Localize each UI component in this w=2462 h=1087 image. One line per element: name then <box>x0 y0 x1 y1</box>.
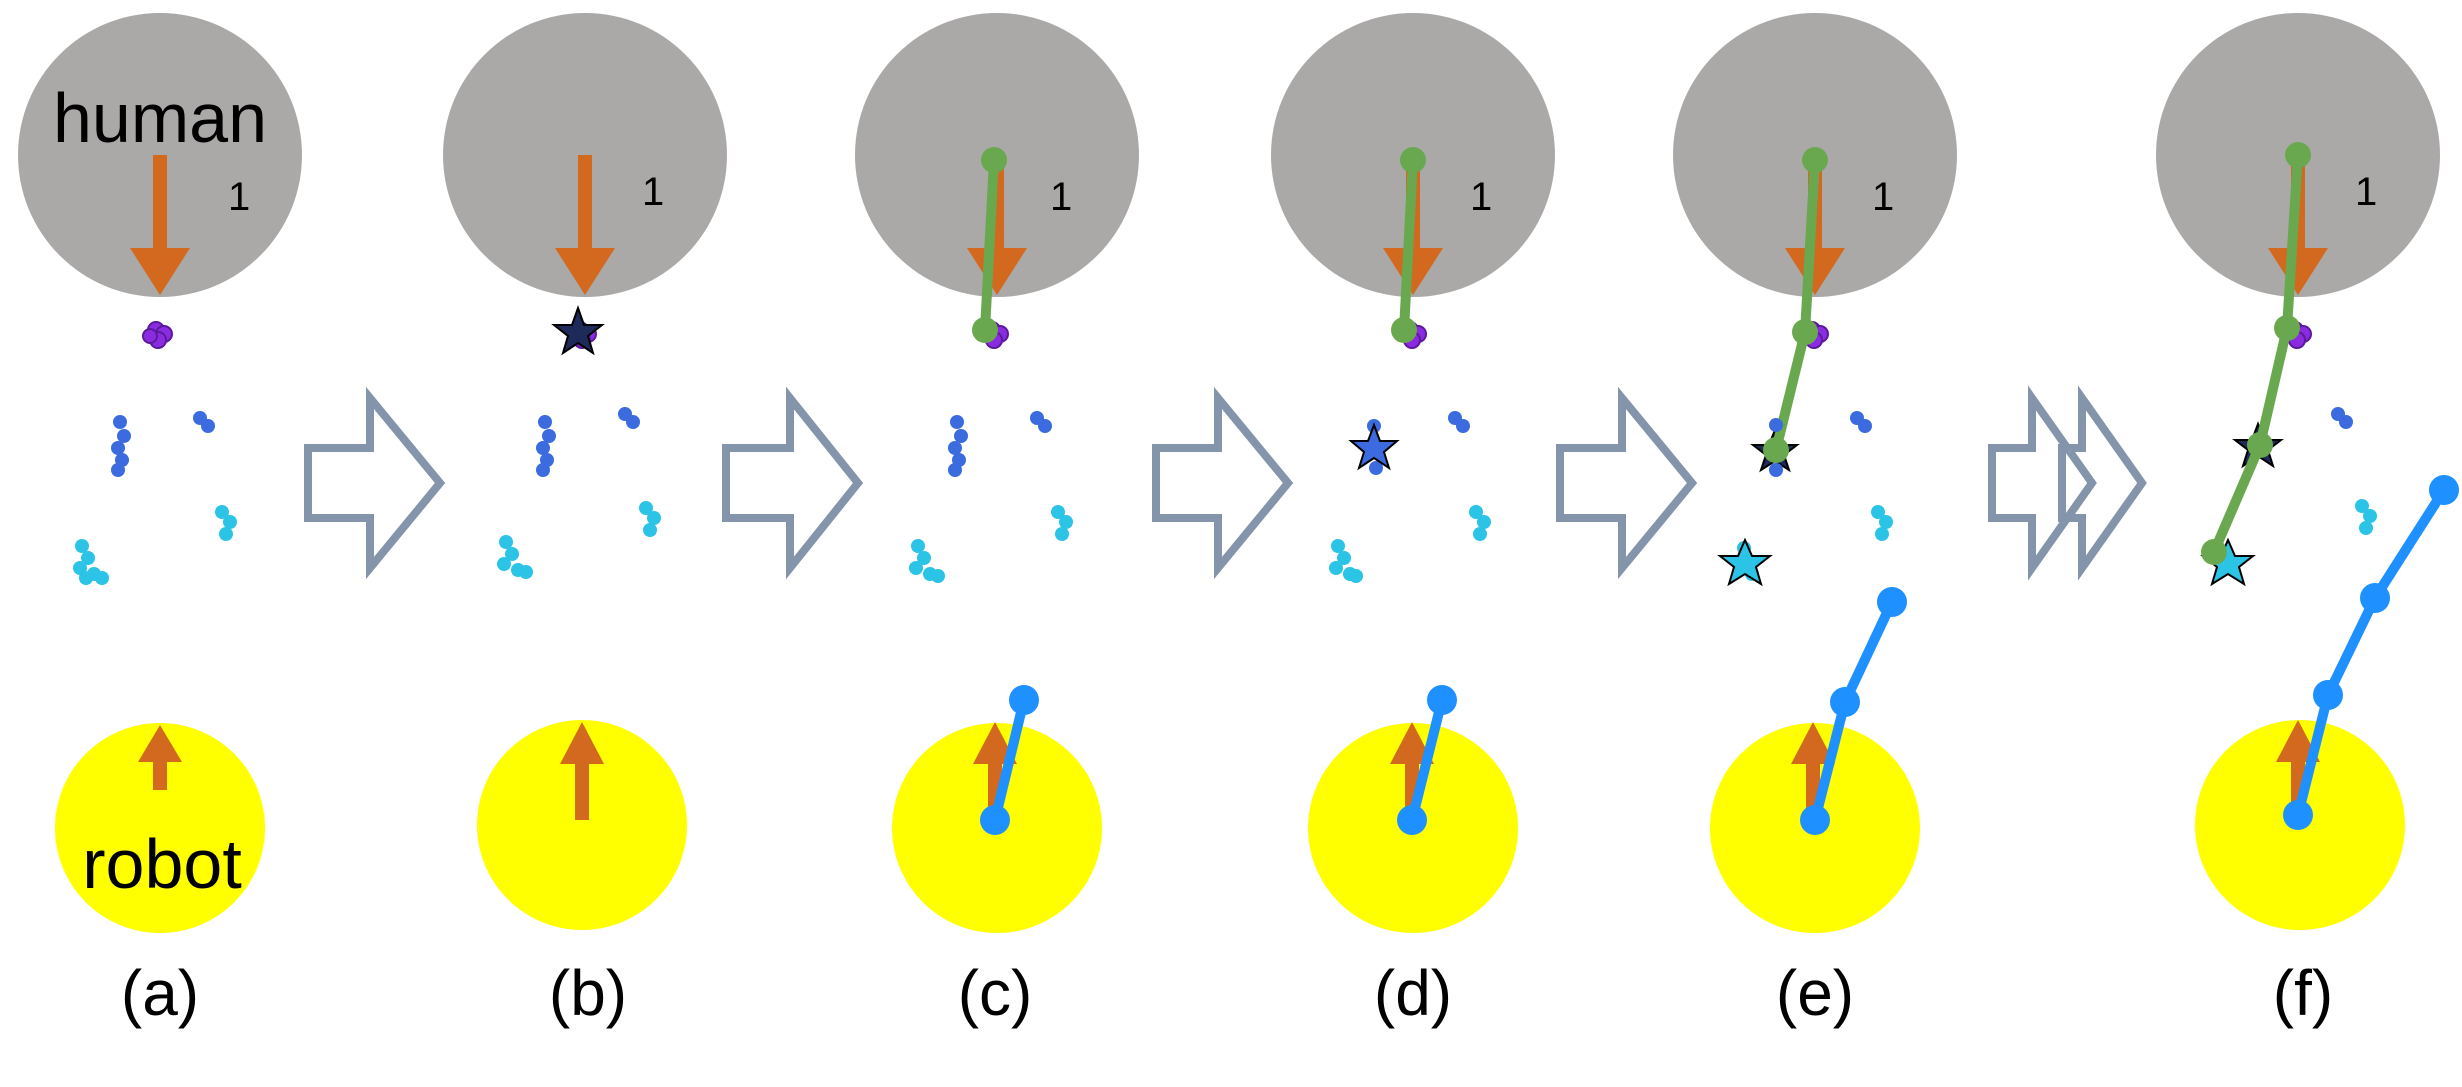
side-cluster-left <box>73 539 109 585</box>
robot-planned-path <box>1800 587 1907 835</box>
robot-planned-path <box>2283 475 2459 830</box>
panel-c: 1 (c) <box>855 13 1139 1029</box>
panel-a: human 1 robot (a) <box>18 13 302 1029</box>
mid-cluster <box>948 415 968 477</box>
mid-cluster-right <box>1448 411 1470 433</box>
flow-arrow-icon <box>1152 386 1294 580</box>
panel-caption: (c) <box>958 957 1033 1029</box>
side-cluster-left <box>1329 539 1363 583</box>
flow-arrow-icon <box>304 386 446 580</box>
mid-cluster <box>111 415 131 477</box>
star-icon <box>551 304 605 356</box>
robot-label: robot <box>82 825 242 903</box>
double-flow-arrow-icon <box>1988 385 2147 581</box>
robot-planned-path <box>980 685 1039 835</box>
human-predicted-path <box>972 147 1007 343</box>
side-cluster-left <box>497 535 533 579</box>
human-predicted-path <box>1763 147 1828 463</box>
mid-cluster-right <box>618 407 640 429</box>
panel-f: 1 <box>2156 13 2459 1029</box>
side-cluster-left <box>909 539 945 583</box>
panel-caption: (e) <box>1776 957 1854 1029</box>
flow-arrow-icon <box>722 386 864 580</box>
human-id-label: 1 <box>1470 175 1492 219</box>
panel-d: 1 (d) <box>1271 13 1555 1029</box>
human-predicted-path <box>2201 142 2311 565</box>
goal-cluster <box>142 321 173 349</box>
heading-arrow-icon <box>560 722 604 820</box>
side-cluster-right <box>1051 505 1073 541</box>
heading-arrow-icon <box>555 155 615 295</box>
human-id-label: 1 <box>1872 175 1894 219</box>
panel-caption: (d) <box>1374 957 1452 1029</box>
mid-cluster-right <box>193 411 215 433</box>
side-cluster-right <box>1871 505 1893 541</box>
human-label: human <box>53 79 267 157</box>
star-icon <box>1717 537 1773 587</box>
panel-e: 1 <box>1673 13 1957 1029</box>
heading-arrow-icon <box>130 155 190 295</box>
mid-cluster <box>1769 418 1783 477</box>
human-predicted-path <box>1391 147 1426 343</box>
panel-caption: (a) <box>121 957 199 1029</box>
human-id-label: 1 <box>642 170 664 214</box>
side-cluster-right <box>2355 499 2377 535</box>
panel-caption: (f) <box>2273 957 2333 1029</box>
side-cluster-right <box>215 505 237 541</box>
robot-disk <box>477 720 687 930</box>
robot-disk <box>55 723 265 933</box>
mid-cluster-right <box>1030 411 1052 433</box>
mid-cluster-right <box>1850 411 1872 433</box>
panel-b: 1 (b) <box>443 13 727 1029</box>
heading-arrow-icon <box>138 725 182 790</box>
panel-caption: (b) <box>549 957 627 1029</box>
human-id-label: 1 <box>228 175 250 219</box>
mid-cluster <box>536 415 556 477</box>
human-id-label: 1 <box>1050 175 1072 219</box>
side-cluster-right <box>639 501 661 537</box>
mid-cluster-right <box>2331 407 2353 429</box>
side-cluster-right <box>1469 505 1491 541</box>
star-icon <box>1348 422 1400 471</box>
human-id-label: 1 <box>2355 170 2377 214</box>
robot-planned-path <box>1397 685 1457 835</box>
flow-arrow-icon <box>1556 386 1698 580</box>
